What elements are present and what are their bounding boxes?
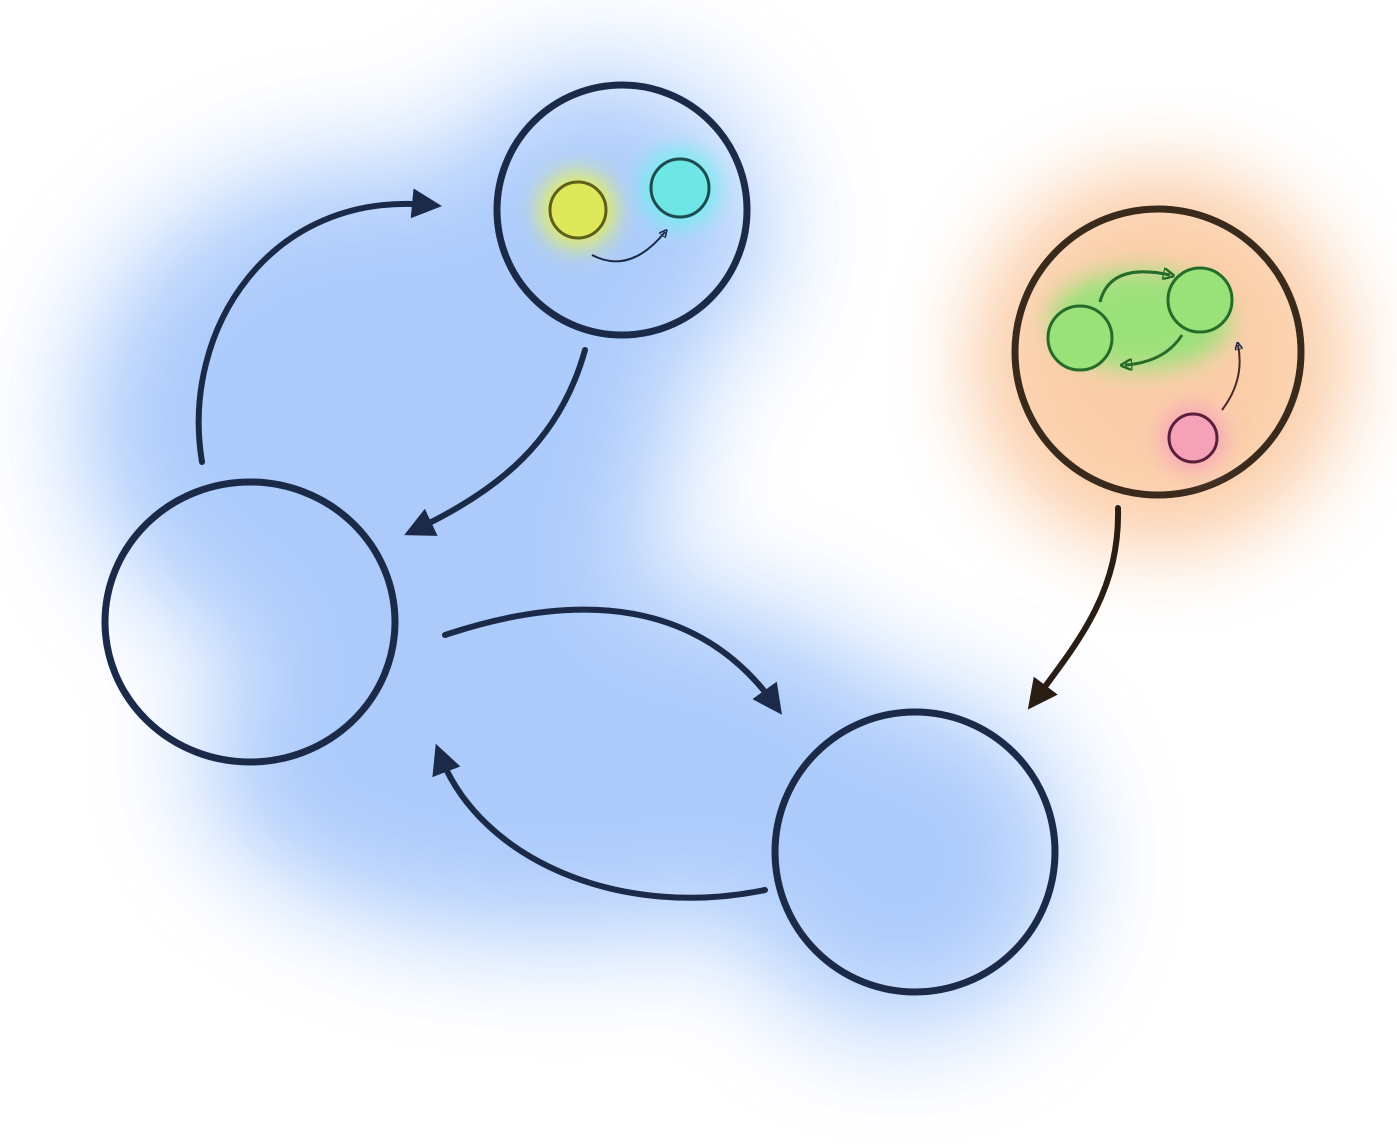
top-state[interactable] <box>493 81 751 339</box>
green-substate-b[interactable] <box>1166 266 1234 334</box>
edge-left-to-top <box>195 188 442 465</box>
edge-side-to-bottom <box>1027 505 1122 710</box>
edge-top-to-left <box>404 347 588 536</box>
substate-arrow <box>591 232 665 263</box>
cyan-substate[interactable] <box>649 157 711 219</box>
left-state[interactable] <box>101 478 399 766</box>
green-substate-a[interactable] <box>1046 304 1114 372</box>
edges <box>195 188 1122 901</box>
pink-substate[interactable] <box>1167 412 1219 464</box>
edge-bottom-to-left <box>432 743 768 901</box>
edge-left-to-bottom <box>442 606 782 715</box>
yellow-substate[interactable] <box>548 180 608 240</box>
side-state[interactable] <box>1011 205 1305 499</box>
bottom-right-state[interactable] <box>771 708 1059 996</box>
